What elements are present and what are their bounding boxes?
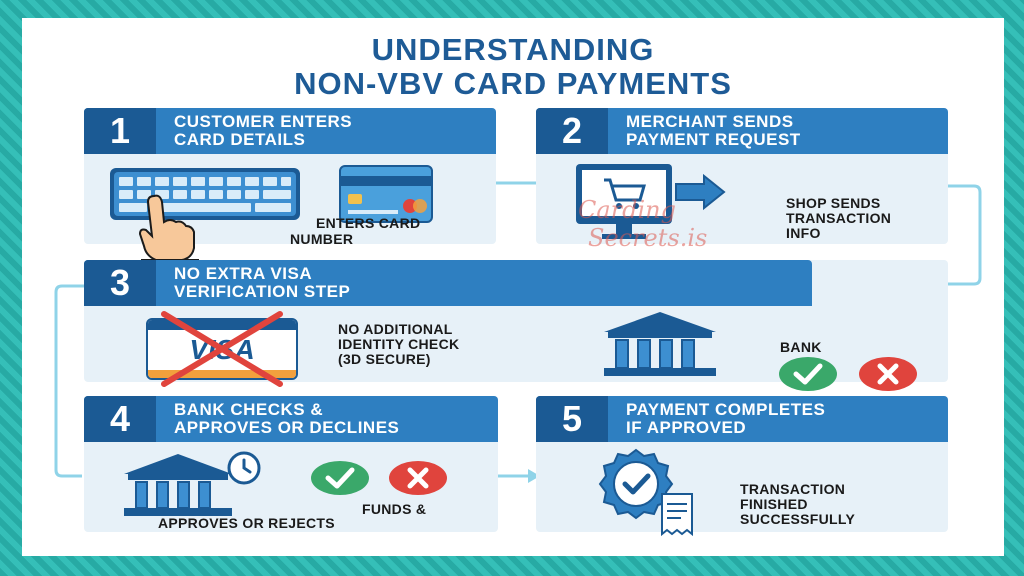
step-3-heading: NO EXTRA VISA VERIFICATION STEP xyxy=(174,264,351,301)
step-5-label-3: SUCCESSFULLY xyxy=(740,511,856,527)
approve-check-icon xyxy=(779,357,837,391)
step-2-card: 2 MERCHANT SENDS PAYMENT REQUEST SHOP SE… xyxy=(536,108,948,244)
step-3-label-3: (3D SECURE) xyxy=(338,351,431,367)
step-1-card: 1 CUSTOMER ENTERS CARD DETAILS xyxy=(84,108,496,277)
step-4-number: 4 xyxy=(84,396,156,442)
step-3-bank-label: BANK xyxy=(780,339,822,355)
step-1-label-1: ENTERS CARD xyxy=(316,215,421,231)
step-5-heading: PAYMENT COMPLETES IF APPROVED xyxy=(626,400,826,437)
watermark-line-1: Carding xyxy=(578,196,677,224)
clock-icon xyxy=(227,451,261,485)
bank-clock-icon xyxy=(124,451,261,516)
step-3-label-1: NO ADDITIONAL xyxy=(338,321,453,337)
connector-3-4 xyxy=(54,284,84,478)
watermark-line-2: Secrets.is xyxy=(588,224,708,252)
step-2-label-3: INFO xyxy=(786,225,821,241)
step-5-label-1: TRANSACTION xyxy=(740,481,846,497)
step-4-label-2: APPROVES OR REJECTS xyxy=(158,515,335,531)
connector-2-3 xyxy=(812,184,982,286)
step-2-number: 2 xyxy=(536,108,608,154)
step-1-label-2: NUMBER xyxy=(290,231,354,247)
step-5-header: 5 PAYMENT COMPLETES IF APPROVED xyxy=(536,396,948,442)
step-5-card: 5 PAYMENT COMPLETES IF APPROVED TRANSACT… xyxy=(536,396,948,537)
step-1-heading: CUSTOMER ENTERS CARD DETAILS xyxy=(174,112,353,149)
step-3-header: 3 NO EXTRA VISA VERIFICATION STEP xyxy=(84,260,812,306)
step-4-header: 4 BANK CHECKS & APPROVES OR DECLINES xyxy=(84,396,498,442)
step-3-card: 3 NO EXTRA VISA VERIFICATION STEP VISA N… xyxy=(84,260,948,391)
credit-card-icon xyxy=(339,165,433,223)
step-2-header: 2 MERCHANT SENDS PAYMENT REQUEST xyxy=(536,108,948,154)
step-4-approve-icon xyxy=(311,461,369,495)
receipt-icon xyxy=(661,493,693,537)
step-1-header: 1 CUSTOMER ENTERS CARD DETAILS xyxy=(84,108,496,154)
step-2-label-1: SHOP SENDS xyxy=(786,195,881,211)
verified-badge-icon xyxy=(598,448,693,537)
monitor-cart-icon xyxy=(576,164,726,239)
decline-x-icon xyxy=(859,357,917,391)
title-line-2: NON-VBV CARD PAYMENTS xyxy=(294,66,732,101)
step-3-label-2: IDENTITY CHECK xyxy=(338,336,460,352)
arrow-right-icon xyxy=(675,173,726,211)
title-line-1: UNDERSTANDING xyxy=(371,32,655,67)
bank-icon xyxy=(604,312,716,376)
step-4-card: 4 BANK CHECKS & APPROVES OR DECLINES xyxy=(84,396,498,532)
step-2-heading: MERCHANT SENDS PAYMENT REQUEST xyxy=(626,112,801,149)
step-4-heading: BANK CHECKS & APPROVES OR DECLINES xyxy=(174,400,400,437)
step-4-decline-icon xyxy=(389,461,447,495)
step-4-label-1: FUNDS & xyxy=(362,501,427,517)
step-5-label-2: FINISHED xyxy=(740,496,808,512)
step-3-number: 3 xyxy=(84,260,156,306)
infographic-panel: UNDERSTANDING NON-VBV CARD PAYMENTS 1 CU… xyxy=(22,18,1004,556)
step-1-number: 1 xyxy=(84,108,156,154)
red-cross-icon xyxy=(161,311,283,387)
step-5-number: 5 xyxy=(536,396,608,442)
connector-4-5-arrow xyxy=(528,469,540,483)
step-2-label-2: TRANSACTION xyxy=(786,210,892,226)
shopping-cart-icon xyxy=(604,178,646,202)
